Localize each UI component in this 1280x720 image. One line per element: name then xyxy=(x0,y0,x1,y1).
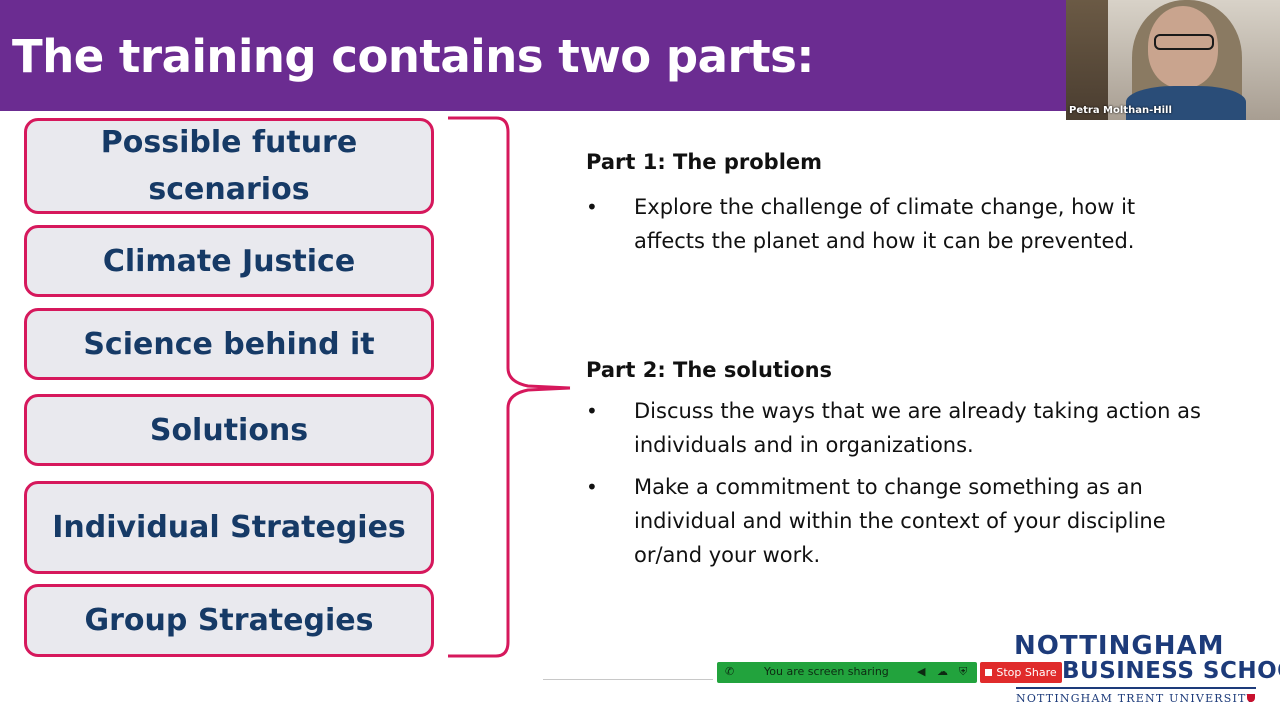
participant-glasses xyxy=(1154,34,1214,50)
part1-bullet: • Explore the challenge of climate chang… xyxy=(586,190,1226,258)
logo-shield-icon xyxy=(1247,694,1255,702)
curly-bracket xyxy=(448,116,571,658)
stop-share-button[interactable]: Stop Share xyxy=(980,662,1062,683)
participant-name: Petra Molthan-Hill xyxy=(1069,105,1172,116)
shield-icon[interactable]: ⛨ xyxy=(959,665,968,678)
logo-business-school: BUSINESS SCHOOL xyxy=(1062,658,1280,684)
phone-icon[interactable]: ✆ xyxy=(725,665,735,678)
stop-share-label: Stop Share xyxy=(996,666,1057,679)
bullet-text: Explore the challenge of climate change,… xyxy=(634,195,1136,253)
part2-heading: Part 2: The solutions xyxy=(586,358,833,382)
participant-body xyxy=(1126,86,1246,120)
cloud-icon[interactable]: ☁ xyxy=(937,665,948,678)
topic-box-individual-strategies: Individual Strategies xyxy=(24,481,434,574)
bullet-icon: • xyxy=(586,399,598,423)
topic-label: Climate Justice xyxy=(102,243,356,279)
sharing-status-text: You are screen sharing xyxy=(764,665,889,678)
topic-box-group-strategies: Group Strategies xyxy=(24,584,434,657)
logo-university: NOTTINGHAM TRENT UNIVERSITY xyxy=(1016,692,1256,705)
topic-label: Science behind it xyxy=(83,326,375,362)
divider-line xyxy=(543,679,713,680)
slide-title: The training contains two parts: xyxy=(12,30,814,83)
part2-bullet-1: • Discuss the ways that we are already t… xyxy=(586,394,1226,462)
topic-box-science: Science behind it xyxy=(24,308,434,380)
bullet-text: Make a commitment to change something as… xyxy=(634,475,1166,567)
logo-nottingham: NOTTINGHAM xyxy=(1014,631,1225,661)
topic-box-future-scenarios: Possible future scenarios xyxy=(24,118,434,214)
logo-rule xyxy=(1016,687,1256,689)
volume-icon[interactable]: ◀ xyxy=(917,665,926,678)
topic-label: Group Strategies xyxy=(84,603,374,638)
participant-video[interactable]: Petra Molthan-Hill xyxy=(1066,0,1280,120)
slide-title-bar: The training contains two parts: xyxy=(0,0,1066,111)
screen-sharing-bar[interactable]: ✆ You are screen sharing ◀ ☁ ⛨ xyxy=(717,662,977,683)
bullet-icon: • xyxy=(586,195,598,219)
part2-bullet-2: • Make a commitment to change something … xyxy=(586,470,1226,572)
part1-heading: Part 1: The problem xyxy=(586,150,823,174)
topic-box-climate-justice: Climate Justice xyxy=(24,225,434,297)
topic-label: Solutions xyxy=(149,412,309,448)
bookshelf-background xyxy=(1066,0,1108,120)
bullet-icon: • xyxy=(586,475,598,499)
stop-icon xyxy=(985,669,993,676)
topic-box-solutions: Solutions xyxy=(24,394,434,466)
topic-label: Individual Strategies xyxy=(52,510,406,545)
bracket-path xyxy=(448,116,571,658)
topic-label: Possible future scenarios xyxy=(100,125,358,207)
bullet-text: Discuss the ways that we are already tak… xyxy=(634,399,1201,457)
